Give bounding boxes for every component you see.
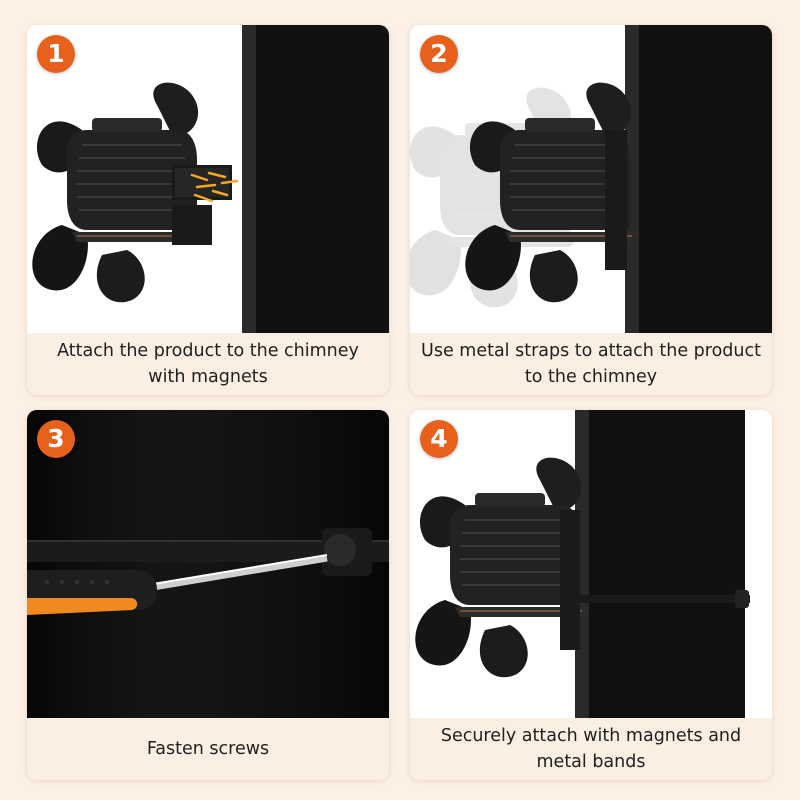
step-number-badge: 1 (37, 35, 75, 73)
step-caption: Securely attach with magnets and metal b… (410, 718, 772, 780)
step-2-card: 2 Use metal straps to attach the product… (410, 25, 772, 395)
fan-magnet-attach-image (31, 25, 389, 335)
screwdriver-strap-clamp-image (27, 410, 389, 718)
step-caption: Attach the product to the chimney with m… (27, 333, 389, 395)
step-number-badge: 3 (37, 420, 75, 458)
fan-magnet-band-attach-image (414, 410, 750, 718)
fan-strap-attach-image (410, 25, 772, 335)
step-3-card: 3 Fasten screws (27, 410, 389, 780)
step-number-badge: 4 (420, 420, 458, 458)
step-4-card: 4 Securely attach with magnets and metal… (410, 410, 772, 780)
step-caption: Fasten screws (27, 718, 389, 780)
step-caption: Use metal straps to attach the product t… (410, 333, 772, 395)
step-1-card: 1 Attach the product to the chimney with… (27, 25, 389, 395)
step-number-badge: 2 (420, 35, 458, 73)
